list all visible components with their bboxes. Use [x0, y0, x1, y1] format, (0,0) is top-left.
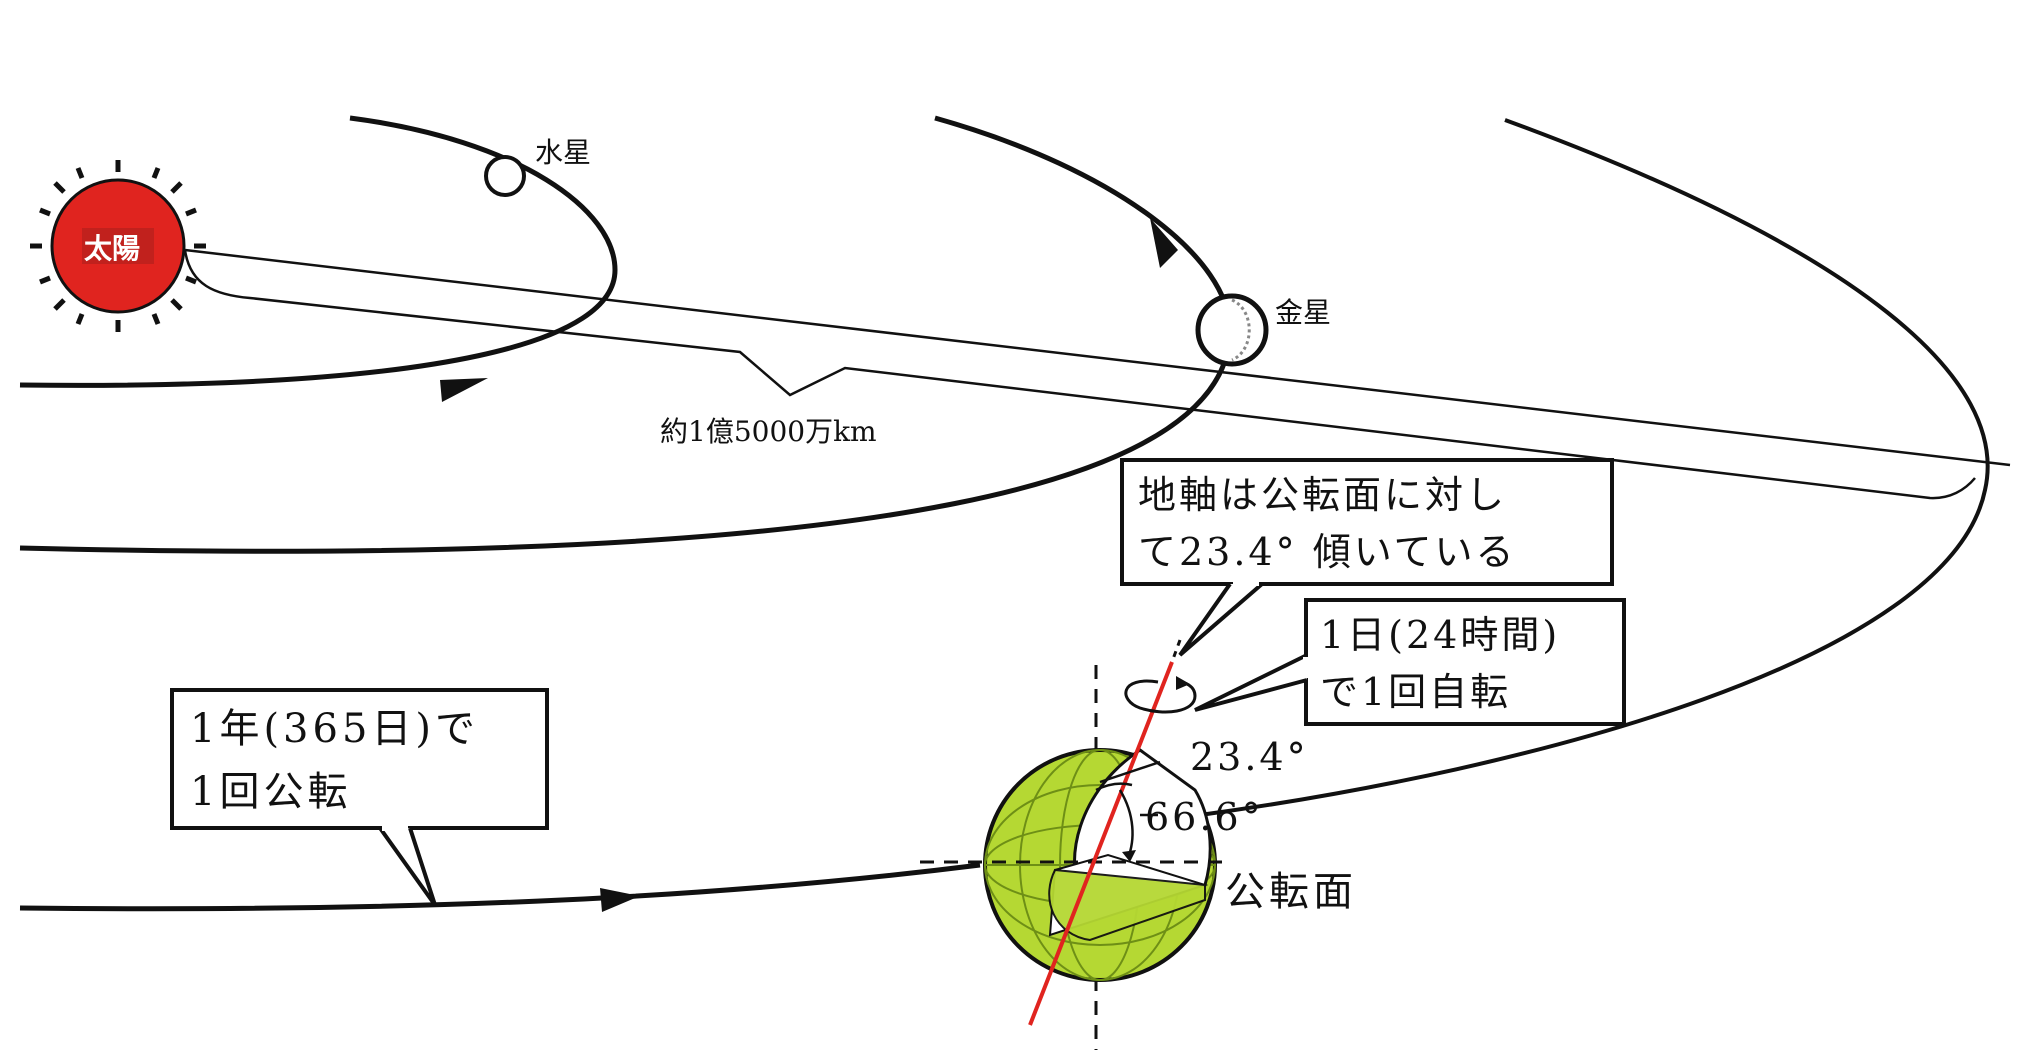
revolution-callout: 1年(365日)で 1回公転 — [170, 688, 549, 907]
distance-bracket — [183, 249, 1976, 500]
sun-rays-icon — [30, 160, 206, 332]
earth-axis — [1028, 661, 1174, 1026]
venus-orbit — [19, 115, 1233, 554]
rotation-line2: で1回自転 — [1320, 670, 1511, 714]
axis-tilt-line1: 地軸は公転面に対し — [1138, 473, 1507, 517]
distance-label: 約1億5000万km — [660, 415, 877, 448]
revolution-line2: 1回公転 — [190, 769, 351, 815]
revolution-line1: 1年(365日)で — [190, 706, 479, 752]
venus-phase — [1231, 298, 1251, 362]
venus-label: 金星 — [1275, 296, 1331, 329]
rotation-callout: 1日(24時間) で1回自転 — [1194, 598, 1626, 726]
earth-orbit-arrow — [600, 888, 640, 912]
earth — [920, 639, 1225, 1050]
orbital-plane-label: 公転面 — [1225, 869, 1357, 915]
sun: 太陽 — [30, 160, 206, 332]
mercury — [484, 155, 526, 197]
sun-label: 太陽 — [84, 232, 140, 265]
tilt-angle-label: 23.4° — [1190, 735, 1309, 779]
rotation-line1: 1日(24時間) — [1320, 613, 1560, 657]
mercury-orbit-arrow — [440, 378, 488, 402]
venus-orbit-arrow — [1150, 218, 1178, 268]
axis-tilt-callout: 地軸は公転面に対し て23.4° 傾いている — [1120, 458, 1614, 657]
complement-angle-label: 66.6° — [1145, 795, 1264, 839]
earth-orbit-front — [19, 862, 981, 912]
axis-tilt-line2: て23.4° 傾いている — [1138, 530, 1517, 574]
distance-line-top — [184, 248, 2011, 467]
venus — [1195, 293, 1269, 367]
mercury-label: 水星 — [535, 136, 591, 169]
rotation-arrow-icon — [1124, 679, 1197, 714]
earth-orbit — [1199, 118, 1990, 817]
